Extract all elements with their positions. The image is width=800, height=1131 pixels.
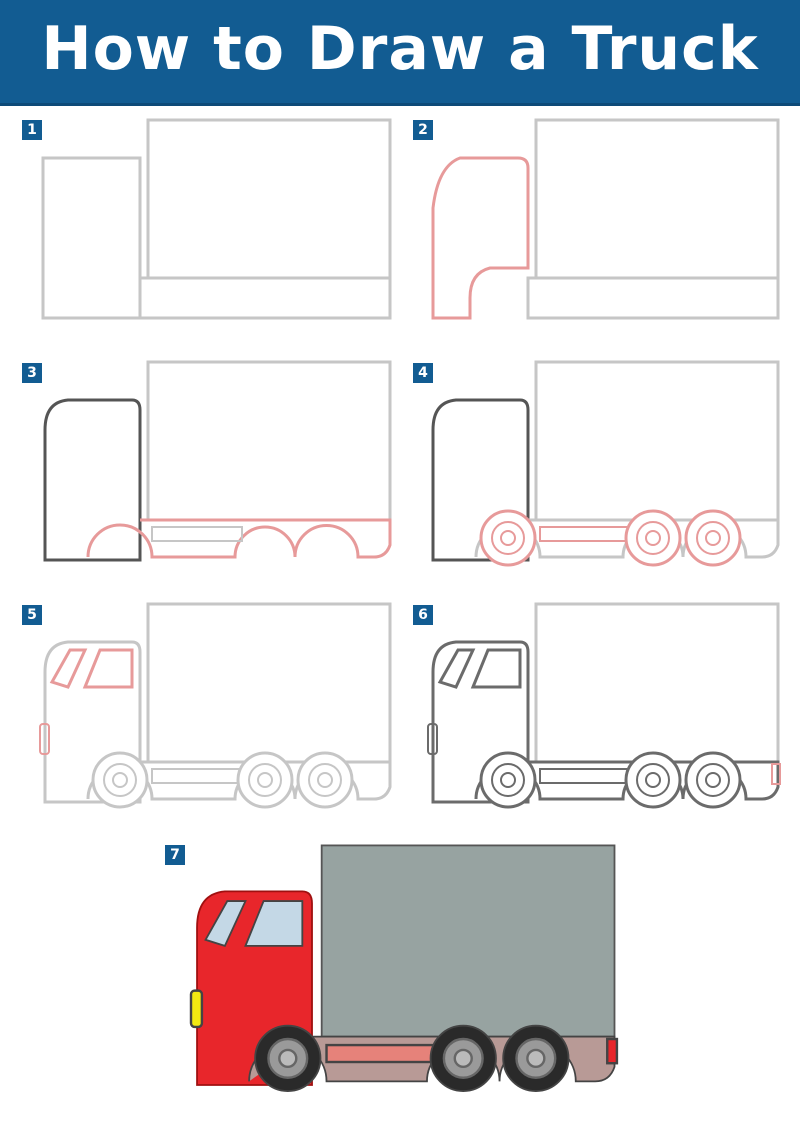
step-4-drawing bbox=[431, 360, 780, 567]
wheel-1 bbox=[91, 751, 149, 809]
wheel-center-2 bbox=[645, 772, 661, 788]
step-5-number: 5 bbox=[22, 605, 42, 625]
side-window bbox=[244, 900, 304, 947]
wheel-center-2 bbox=[453, 1048, 473, 1069]
wheel-2 bbox=[236, 751, 294, 809]
wheel-hub-3 bbox=[308, 763, 342, 797]
cargo-box bbox=[146, 118, 392, 280]
wheel-center-1 bbox=[112, 772, 128, 788]
page-title: How to Draw a Truck bbox=[41, 14, 759, 84]
wheel-1 bbox=[479, 751, 537, 809]
windshield bbox=[49, 648, 88, 689]
wheel-hub-1 bbox=[491, 763, 525, 797]
step-2-drawing bbox=[431, 118, 780, 320]
wheel-hub-1 bbox=[103, 763, 137, 797]
step-5-drawing bbox=[39, 602, 392, 809]
wheel-2 bbox=[624, 751, 682, 809]
base-block bbox=[138, 276, 392, 320]
wheel-hub-2 bbox=[636, 763, 670, 797]
step-6-drawing bbox=[427, 602, 781, 809]
step-2-number: 2 bbox=[413, 120, 433, 140]
wheel-center-3 bbox=[526, 1048, 546, 1069]
step-4-number: 4 bbox=[413, 363, 433, 383]
wheel-2 bbox=[624, 509, 682, 567]
cab-outline bbox=[43, 398, 142, 562]
chassis-rail bbox=[151, 768, 243, 784]
wheel-center-3 bbox=[317, 772, 333, 788]
wheel-center-2 bbox=[645, 530, 661, 546]
wheel-center-1 bbox=[500, 530, 516, 546]
wheel-1 bbox=[479, 509, 537, 567]
step-7-number: 7 bbox=[165, 845, 185, 865]
cargo-box bbox=[146, 360, 392, 522]
step-1-drawing bbox=[41, 118, 392, 320]
wheel-center-2 bbox=[257, 772, 273, 788]
wheel-3 bbox=[684, 509, 742, 567]
chassis-rail bbox=[325, 1043, 437, 1064]
wheel-hub-2 bbox=[248, 763, 282, 797]
cab-outline bbox=[431, 156, 530, 320]
tail-light bbox=[771, 763, 781, 785]
windshield bbox=[204, 900, 247, 947]
wheel-hub-3 bbox=[696, 521, 730, 555]
wheel-3 bbox=[684, 751, 742, 809]
cab-block bbox=[41, 156, 142, 320]
cargo-box bbox=[534, 602, 780, 764]
step-3-drawing bbox=[43, 360, 392, 562]
side-window bbox=[470, 648, 522, 689]
windshield bbox=[437, 648, 476, 689]
step-1-number: 1 bbox=[22, 120, 42, 140]
chassis-outline bbox=[86, 518, 392, 559]
headlight bbox=[189, 989, 204, 1029]
title-banner: How to Draw a Truck bbox=[0, 0, 800, 106]
side-window bbox=[82, 648, 134, 689]
tail-light bbox=[606, 1037, 619, 1065]
base-block bbox=[526, 276, 780, 320]
cab-outline bbox=[431, 640, 530, 804]
chassis-rail bbox=[539, 526, 631, 542]
cargo-box bbox=[146, 602, 392, 764]
cargo-box bbox=[320, 844, 616, 1038]
headlight bbox=[39, 723, 50, 755]
wheel-center-1 bbox=[278, 1048, 298, 1069]
cargo-box bbox=[534, 118, 780, 280]
wheel-3 bbox=[296, 751, 354, 809]
wheel-center-1 bbox=[500, 772, 516, 788]
chassis-rail bbox=[539, 768, 631, 784]
wheel-hub-3 bbox=[696, 763, 730, 797]
cab-outline bbox=[431, 398, 530, 562]
chassis-rail bbox=[151, 526, 243, 542]
step-6-number: 6 bbox=[413, 605, 433, 625]
cab-outline bbox=[43, 640, 142, 804]
step-3-number: 3 bbox=[22, 363, 42, 383]
headlight bbox=[427, 723, 438, 755]
wheel-hub-1 bbox=[491, 521, 525, 555]
step-7-drawing bbox=[189, 844, 619, 1092]
cargo-box bbox=[534, 360, 780, 522]
wheel-center-3 bbox=[705, 772, 721, 788]
wheel-center-3 bbox=[705, 530, 721, 546]
wheel-hub-2 bbox=[636, 521, 670, 555]
